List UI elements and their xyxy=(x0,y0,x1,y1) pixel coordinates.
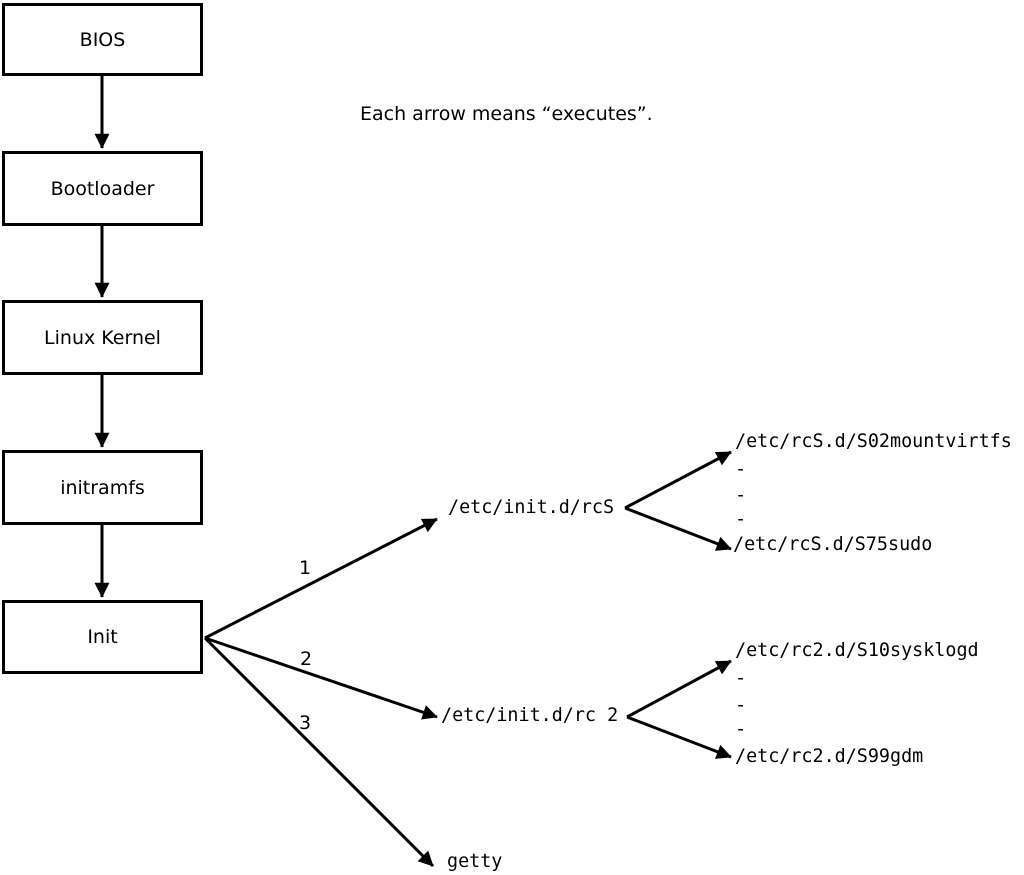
flow-box-bios-label: BIOS xyxy=(79,28,126,51)
flow-box-bios: BIOS xyxy=(2,3,203,76)
flow-box-init: Init xyxy=(2,600,203,674)
rc2-script-ellipsis-2: - xyxy=(735,695,747,716)
arrow-init-to-rcs-icon xyxy=(204,517,438,640)
arrow-rcs-to-last-script-icon xyxy=(624,506,732,551)
flow-box-linux-kernel: Linux Kernel xyxy=(2,300,203,375)
flow-box-bootloader-label: Bootloader xyxy=(50,177,155,200)
flow-box-linux-kernel-label: Linux Kernel xyxy=(44,326,161,349)
flow-box-bootloader: Bootloader xyxy=(2,151,203,226)
label-etc-init-d-rcs: /etc/init.d/rcS xyxy=(448,497,615,518)
flow-box-init-label: Init xyxy=(87,626,118,648)
rc2-script-ellipsis-3: - xyxy=(735,719,747,740)
rcs-script-ellipsis-2: - xyxy=(735,485,747,506)
label-getty: getty xyxy=(447,851,503,872)
flow-box-initramfs-label: initramfs xyxy=(60,476,145,499)
rc2-script-first: /etc/rc2.d/S10sysklogd xyxy=(735,640,979,661)
rcs-script-first: /etc/rcS.d/S02mountvirtfs xyxy=(735,431,1012,452)
arrow-rc2-to-first-script-icon xyxy=(626,659,732,719)
branch-number-1: 1 xyxy=(299,557,312,579)
arrow-init-to-getty-icon xyxy=(203,636,435,868)
arrow-rcs-to-first-script-icon xyxy=(624,450,732,510)
rc2-script-ellipsis-1: - xyxy=(735,668,747,689)
rcs-script-ellipsis-3: - xyxy=(735,509,747,530)
branch-number-2: 2 xyxy=(300,648,313,670)
rc2-script-last: /etc/rc2.d/S99gdm xyxy=(735,746,924,767)
branch-number-3: 3 xyxy=(299,712,312,734)
legend-note: Each arrow means “executes”. xyxy=(360,103,653,125)
arrow-rc2-to-last-script-icon xyxy=(626,715,732,759)
arrow-init-to-rc2-icon xyxy=(204,636,438,720)
label-etc-init-d-rc2: /etc/init.d/rc 2 xyxy=(441,705,619,726)
rcs-script-ellipsis-1: - xyxy=(735,459,747,480)
flow-box-initramfs: initramfs xyxy=(2,450,203,525)
rcs-script-last: /etc/rcS.d/S75sudo xyxy=(733,534,933,555)
